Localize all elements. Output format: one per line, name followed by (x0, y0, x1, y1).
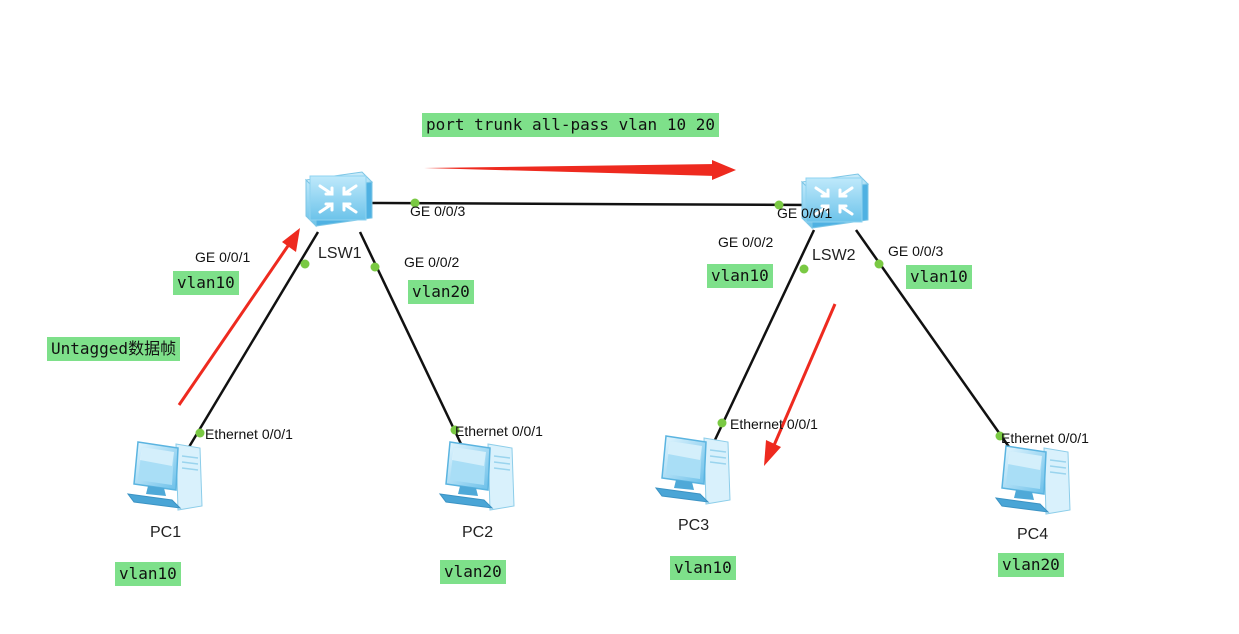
pc1-vlan-tag: vlan10 (115, 562, 181, 586)
lsw2-ge003-vlan-tag: vlan10 (906, 265, 972, 289)
untagged-frame-label: Untagged数据帧 (47, 337, 181, 361)
lsw1-ge003-label: GE 0/0/3 (410, 203, 465, 219)
arrow-lsw1-to-lsw2 (424, 160, 736, 180)
pc2-port-label: Ethernet 0/0/1 (455, 423, 543, 439)
lsw1-ge001-vlan-tag: vlan10 (173, 271, 239, 295)
port-dot (450, 425, 460, 435)
pc4-computer-icon[interactable] (995, 445, 1071, 515)
lsw1-name: LSW1 (318, 245, 362, 262)
lsw2-ge002-label: GE 0/0/2 (718, 234, 773, 250)
port-dot (995, 431, 1005, 441)
port-dot (799, 264, 809, 274)
pc2-name: PC2 (462, 524, 493, 541)
pc1-port-label: Ethernet 0/0/1 (205, 426, 293, 442)
lsw1-ge002-label: GE 0/0/2 (404, 254, 459, 270)
pc3-name: PC3 (678, 517, 709, 534)
pc4-port-label: Ethernet 0/0/1 (1001, 430, 1089, 446)
pc3-port-label: Ethernet 0/0/1 (730, 416, 818, 432)
port-dot (717, 418, 727, 428)
lsw2-name: LSW2 (812, 247, 856, 264)
port-indicators (195, 198, 1005, 441)
arrow-pc1-to-lsw1 (177, 228, 300, 406)
link-lsw1-lsw2 (371, 201, 813, 207)
pc2-computer-icon[interactable] (439, 441, 515, 511)
port-dot (410, 198, 420, 208)
link-lsw2-pc3 (712, 229, 816, 443)
lsw2-ge002-vlan-tag: vlan10 (707, 264, 773, 288)
lsw1-ge001-label: GE 0/0/1 (195, 249, 250, 265)
lsw1-switch-icon[interactable] (304, 170, 374, 228)
trunk-command-label: port trunk all-pass vlan 10 20 (422, 113, 719, 137)
lsw1-ge002-vlan-tag: vlan20 (408, 280, 474, 304)
pc4-vlan-tag: vlan20 (998, 553, 1064, 577)
pc4-name: PC4 (1017, 526, 1048, 543)
lsw2-ge001-label: GE 0/0/1 (777, 205, 832, 221)
port-dot (300, 259, 310, 269)
pc2-vlan-tag: vlan20 (440, 560, 506, 584)
port-dot (370, 262, 380, 272)
pc1-name: PC1 (150, 524, 181, 541)
link-lsw1-pc1 (184, 231, 320, 453)
arrow-lsw2-to-pc3 (764, 303, 837, 466)
port-dot (195, 428, 205, 438)
link-lsw2-pc4 (854, 229, 1016, 455)
pc3-computer-icon[interactable] (655, 435, 731, 505)
pc3-vlan-tag: vlan10 (670, 556, 736, 580)
port-dot (874, 259, 884, 269)
lsw2-ge003-label: GE 0/0/3 (888, 243, 943, 259)
port-dot (774, 200, 784, 210)
pc1-computer-icon[interactable] (127, 441, 203, 511)
